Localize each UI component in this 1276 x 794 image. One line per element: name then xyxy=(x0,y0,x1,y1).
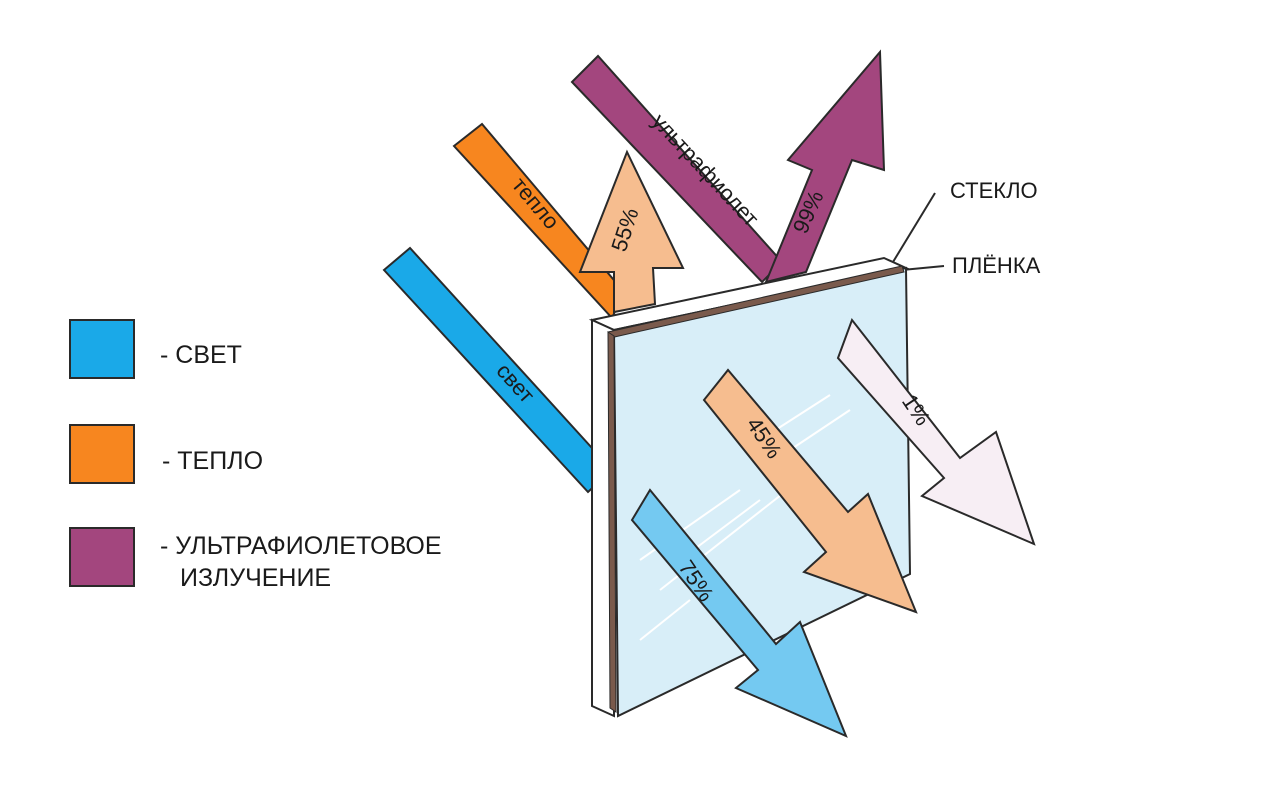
arrow-reflected-heat: 55% xyxy=(578,149,685,314)
arrow-incoming-light: свет xyxy=(382,246,614,494)
callout-glass-leader xyxy=(892,192,936,263)
legend-label-uv-line2: ИЗЛУЧЕНИЕ xyxy=(180,564,332,592)
legend-swatch-uv xyxy=(69,527,135,587)
film-layer xyxy=(607,265,905,713)
callout-film-leader xyxy=(901,265,945,271)
arrow-transmitted-light: 75% xyxy=(630,488,848,738)
callout-glass-label: СТЕКЛО xyxy=(950,178,1038,203)
legend-swatch-light xyxy=(69,319,135,379)
callout-film-label: ПЛЁНКА xyxy=(952,253,1041,278)
arrow-reflected-uv: 99% xyxy=(764,49,886,284)
legend-label-uv: - УЛЬТРАФИОЛЕТОВОЕ xyxy=(160,532,442,560)
legend-label-light: - СВЕТ xyxy=(160,341,242,369)
glass-pane xyxy=(588,256,912,718)
arrow-incoming-heat: тепло xyxy=(452,122,626,320)
legend-swatch-heat xyxy=(69,424,135,484)
legend-label-heat: - ТЕПЛО xyxy=(162,447,264,475)
